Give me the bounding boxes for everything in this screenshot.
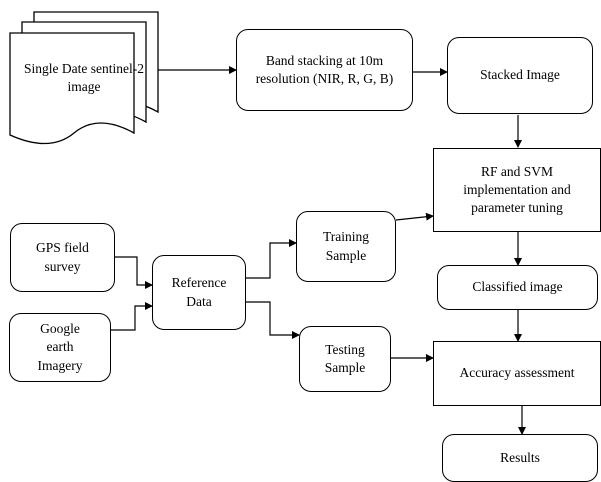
gps-survey-box: GPS field survey — [10, 223, 115, 292]
arrow-gps-to-reference — [115, 256, 153, 289]
results-label: Results — [500, 449, 540, 465]
rf-svm-box: RF and SVM implementation and parameter … — [433, 148, 601, 232]
training-sample-box: Training Sample — [296, 211, 396, 282]
training-sample-label: Training Sample — [322, 229, 369, 263]
results-box: Results — [442, 434, 598, 482]
document-page-front — [9, 32, 135, 145]
arrow-training-to-rf-svm — [395, 212, 434, 221]
arrow-reference-to-testing — [246, 301, 300, 339]
gps-survey-label: GPS field survey — [36, 240, 89, 274]
band-stacking-label: Band stacking at 10m resolution (NIR, R,… — [255, 52, 394, 86]
rf-svm-label: RF and SVM implementation and parameter … — [463, 163, 571, 216]
reference-data-label: Reference Data — [171, 275, 227, 309]
reference-data-box: Reference Data — [152, 255, 246, 330]
google-earth-box: Google earth Imagery — [9, 313, 111, 382]
arrow-google-to-reference — [111, 302, 153, 331]
stacked-image-label: Stacked Image — [480, 67, 560, 83]
stacked-image-box: Stacked Image — [447, 37, 593, 114]
testing-sample-label: Testing Sample — [324, 341, 366, 375]
classified-image-box: Classified image — [437, 265, 598, 310]
testing-sample-box: Testing Sample — [299, 326, 391, 392]
arrow-reference-to-training — [246, 239, 297, 279]
document-stack-shape — [9, 11, 159, 145]
single-date-image-label: Single Date sentinel-2 image — [24, 61, 144, 95]
google-earth-label: Google earth Imagery — [37, 321, 83, 373]
accuracy-assessment-box: Accuracy assessment — [433, 341, 601, 406]
classified-image-label: Classified image — [472, 279, 563, 295]
band-stacking-box: Band stacking at 10m resolution (NIR, R,… — [236, 29, 413, 111]
accuracy-assessment-label: Accuracy assessment — [459, 365, 575, 381]
